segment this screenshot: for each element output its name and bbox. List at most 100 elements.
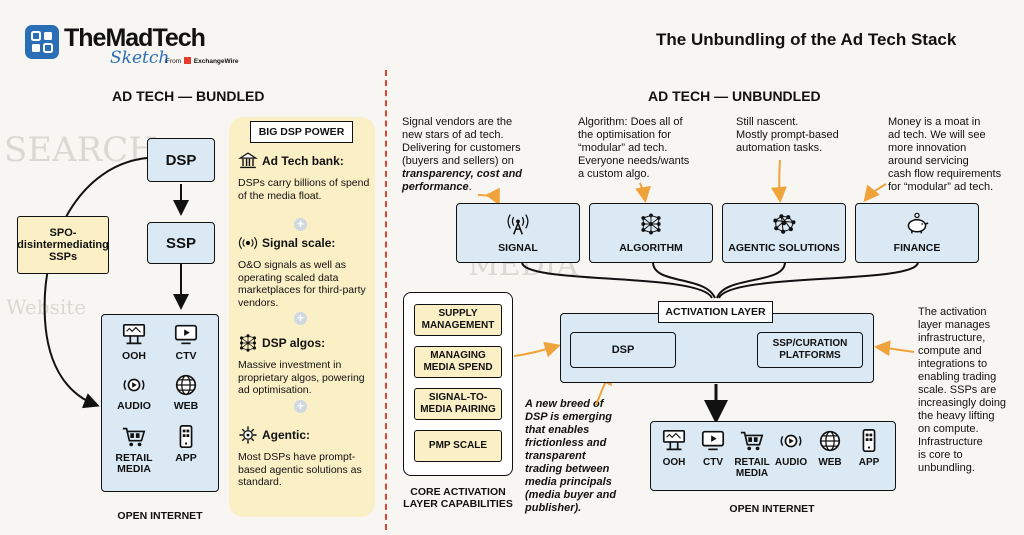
power-item-title: Agentic: — [262, 428, 310, 442]
channel-label: OOH — [662, 457, 686, 468]
finance-note-arrow — [863, 183, 887, 203]
agentic-to-activation-line — [716, 261, 786, 299]
power-item-title: DSP algos: — [262, 336, 326, 350]
module-finance: FINANCE — [855, 203, 979, 263]
plus-icon: + — [294, 400, 307, 413]
activation-note-arrow — [874, 340, 915, 357]
finance-note: Money is a moat in ad tech. We will see … — [888, 116, 1002, 193]
signal-note: Signal vendors are the new stars of ad t… — [402, 116, 523, 193]
bundled-open-internet-label: OPEN INTERNET — [117, 510, 203, 522]
agent-icon — [239, 426, 257, 444]
tv-play-icon — [701, 430, 725, 451]
dsp-bypass-arrow — [43, 157, 148, 409]
channel-label: RETAIL MEDIA — [115, 452, 153, 475]
power-item-body: Most DSPs have prompt-based agentic solu… — [238, 451, 362, 488]
agent-network-icon — [773, 214, 796, 234]
cart-icon — [740, 431, 764, 451]
billboard-icon — [662, 429, 686, 451]
power-item-title: Ad Tech bank: — [262, 154, 344, 168]
activation-note: The activation layer manages infrastruct… — [918, 306, 1007, 474]
channel-label: AUDIO — [774, 457, 808, 468]
unbundled-channel-ooh: OOH — [654, 428, 694, 468]
algorithm-note: Algorithm: Does all of the optimisation … — [578, 116, 690, 180]
spo-box: SPO-disintermediating SSPs — [17, 216, 109, 274]
module-signal: SIGNAL — [456, 203, 580, 263]
algorithm-note-arrow — [635, 182, 651, 203]
unbundled-channel-app: APP — [849, 428, 889, 468]
capability-box: SUPPLY MANAGEMENT — [414, 304, 502, 336]
power-item: Agentic: Most DSPs have prompt-based agen… — [238, 425, 370, 489]
piggy-bank-icon — [907, 212, 929, 234]
bundled-heading: AD TECH — BUNDLED — [112, 88, 265, 104]
module-label: FINANCE — [893, 242, 941, 254]
audio-icon — [123, 378, 145, 392]
logo-brand-text: ExchangeWire — [193, 58, 239, 65]
page-title: The Unbundling of the Ad Tech Stack — [656, 30, 957, 49]
capability-box: MANAGING MEDIA SPEND — [414, 346, 502, 378]
network-icon — [240, 334, 256, 352]
unbundled-channel-audio: AUDIO — [771, 428, 811, 468]
unbundled-channel-web: WEB — [810, 428, 850, 468]
algorithm-to-activation-line — [652, 261, 716, 299]
logo-line2: Sketch — [110, 48, 170, 68]
agentic-note: Still nascent. Mostly prompt-based autom… — [736, 116, 839, 154]
bank-icon — [238, 152, 258, 169]
signal-to-activation-line — [521, 261, 713, 299]
background-sketch-website: Website — [6, 295, 87, 319]
tv-play-icon — [174, 324, 198, 345]
logo: TheMadTech Sketch From ExchangeWire — [24, 24, 239, 72]
channel-label: WEB — [818, 457, 842, 468]
power-item: DSP algos: Massive investment in propriet… — [238, 333, 370, 397]
exchangewire-icon — [183, 57, 191, 64]
bundled-ssp-box: SSP — [147, 222, 215, 264]
unbundled-heading: AD TECH — UNBUNDLED — [648, 88, 821, 104]
activation-layer-title: ACTIVATION LAYER — [665, 306, 766, 318]
unbundled-open-internet-box — [650, 421, 896, 491]
capability-box: PMP SCALE — [414, 430, 502, 462]
unbundled-channel-retail-media: RETAIL MEDIA — [732, 428, 772, 479]
background-sketch-search: SEARCH — [4, 130, 158, 170]
power-item-title: Signal scale: — [262, 236, 336, 250]
bundled-channel-web: WEB — [160, 372, 212, 412]
power-item-body: DSPs carry billions of spend of the medi… — [238, 177, 370, 202]
big-dsp-power-title-box: BIG DSP POWER — [250, 121, 353, 143]
logo-mark-icon — [25, 25, 59, 59]
bundled-channel-app: APP — [160, 424, 212, 464]
billboard-icon — [122, 323, 146, 345]
signal-note-arrow — [477, 187, 500, 206]
new-breed-note: A new breed of DSP is emerging that enab… — [525, 398, 617, 514]
antenna-icon — [507, 214, 529, 235]
channel-label: APP — [175, 452, 197, 464]
finance-to-activation-line — [718, 261, 919, 299]
audio-icon — [780, 434, 802, 448]
capabilities-caption: CORE ACTIVATION LAYER CAPABILITIES — [403, 486, 513, 510]
signal-icon — [238, 236, 258, 250]
power-item-body: Massive investment in proprietary algos,… — [238, 359, 365, 396]
power-item: Signal scale: O&O signals as well as oper… — [238, 233, 370, 309]
channel-label: APP — [858, 457, 880, 468]
bundled-open-internet-box — [101, 314, 219, 492]
module-label: AGENTIC SOLUTIONS — [728, 242, 840, 254]
module-label: ALGORITHM — [619, 242, 683, 254]
logo-line1: TheMadTech — [64, 24, 206, 52]
phone-icon — [179, 425, 193, 449]
unbundled-channel-ctv: CTV — [693, 428, 733, 468]
channel-label: AUDIO — [117, 400, 151, 412]
activation-dsp-box: DSP — [570, 332, 676, 368]
module-algorithm: ALGORITHM — [589, 203, 713, 263]
module-agentic-solutions: AGENTIC SOLUTIONS — [722, 203, 846, 263]
channel-label: WEB — [173, 400, 199, 412]
globe-icon — [175, 374, 197, 396]
activation-ssp-box: SSP/CURATION PLATFORMS — [757, 332, 863, 368]
capability-box: SIGNAL-TO-MEDIA PAIRING — [414, 388, 502, 420]
channel-label: OOH — [122, 350, 146, 362]
globe-icon — [819, 430, 841, 452]
channel-label: RETAIL MEDIA — [734, 457, 770, 479]
power-item-body: O&O signals as well as operating scaled … — [238, 259, 366, 309]
capabilities-arrow — [513, 341, 561, 358]
bundled-channel-ooh: OOH — [108, 322, 160, 362]
agentic-note-arrow — [770, 159, 787, 203]
cart-icon — [122, 427, 146, 447]
bundled-channel-ctv: CTV — [160, 322, 212, 362]
module-label: SIGNAL — [498, 242, 538, 254]
